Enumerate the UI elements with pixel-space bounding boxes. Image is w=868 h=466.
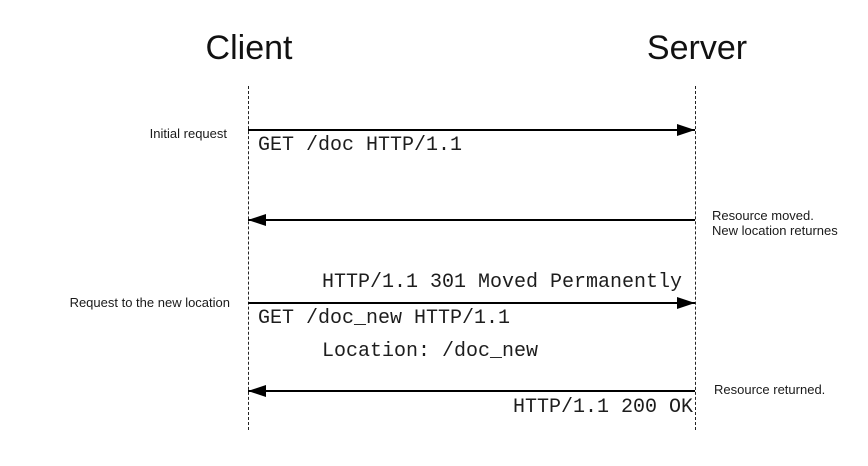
annotation-request-new-location: Request to the new location: [69, 295, 230, 310]
annotation-resource-moved-line1: Resource moved.: [712, 208, 814, 223]
message-text-301-location: Location: /doc_new: [322, 340, 539, 363]
arrow-request-new-location: [248, 297, 695, 309]
arrowhead-right-icon: [677, 297, 695, 309]
arrow-moved-permanently: [248, 214, 695, 226]
annotation-initial-request: Initial request: [149, 126, 227, 141]
message-text-200-ok: HTTP/1.1 200 OK: [512, 396, 693, 419]
arrow-initial-request: [248, 124, 695, 136]
arrowhead-right-icon: [677, 124, 695, 136]
actor-title-client: Client: [205, 29, 293, 67]
client-lifeline: [248, 86, 249, 430]
message-text-301: HTTP/1.1 301 Moved Permanently Location:…: [322, 225, 682, 409]
actor-title-server: Server: [646, 29, 748, 67]
message-text-301-status: HTTP/1.1 301 Moved Permanently: [322, 271, 683, 294]
arrow-resource-returned: [248, 385, 695, 397]
server-lifeline: [695, 86, 696, 430]
message-text-get-doc: GET /doc HTTP/1.1: [258, 134, 463, 157]
arrowhead-left-icon: [248, 214, 266, 226]
message-text-get-doc-new: GET /doc_new HTTP/1.1: [258, 307, 511, 330]
arrowhead-left-icon: [248, 385, 266, 397]
annotation-resource-returned: Resource returned.: [714, 382, 826, 397]
annotation-resource-moved-line2: New location returnes: [712, 223, 838, 238]
annotation-resource-moved: Resource moved. New location returnes: [712, 208, 838, 238]
